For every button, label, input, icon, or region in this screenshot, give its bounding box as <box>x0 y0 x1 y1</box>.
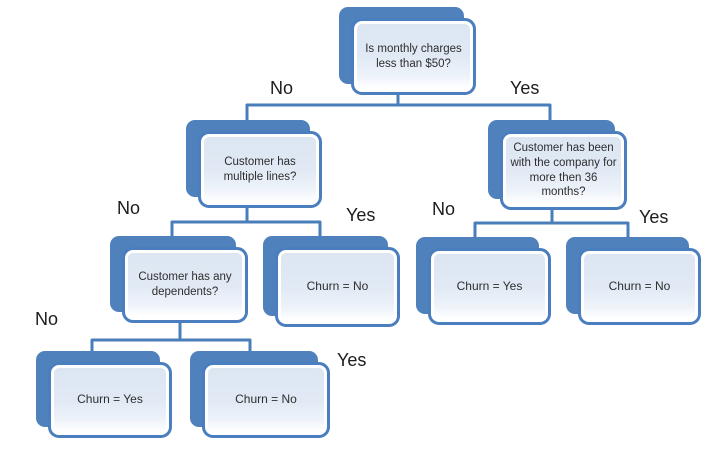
node-text: Churn = Yes <box>456 278 523 293</box>
node-text: Customer has any dependents? <box>138 271 232 298</box>
node-text: Churn = Yes <box>77 392 143 407</box>
connector-root-children <box>245 94 552 121</box>
edge-label-tenure-yes: Yes <box>639 207 669 227</box>
node-box: Is monthly charges less than $50? <box>351 18 476 95</box>
node-text: Is monthly charges less than $50? <box>365 42 462 70</box>
node-text: Churn = No <box>235 392 297 407</box>
node-multiple-lines-question: Customer has multiple lines? <box>186 120 322 208</box>
edge-label-multiplelines-yes: Yes <box>346 205 376 225</box>
node-dependents-question: Customer has any dependents? <box>110 236 248 323</box>
node-box: Customer has been with the company for m… <box>500 131 627 210</box>
node-leaf-churn-yes-tenure-no: Churn = Yes <box>416 237 551 325</box>
edge-label-tenure-no: No <box>432 199 456 219</box>
node-box: Churn = Yes <box>48 362 172 438</box>
node-text: Churn = No <box>306 279 369 294</box>
node-root-question: Is monthly charges less than $50? <box>339 7 476 95</box>
node-text: Churn = No <box>608 278 671 293</box>
node-leaf-churn-no-dependents-yes: Churn = No <box>190 351 330 438</box>
node-text: Customer has been with the company for m… <box>510 142 617 199</box>
node-box: Churn = No <box>202 362 330 438</box>
connector-tenure-children <box>473 209 630 238</box>
node-leaf-churn-no-multiplelines-yes: Churn = No <box>263 236 400 327</box>
connector-dependents-children <box>90 322 252 352</box>
node-box: Customer has multiple lines? <box>198 131 322 208</box>
node-box: Churn = No <box>578 248 701 325</box>
node-box: Churn = No <box>275 247 400 327</box>
connector-multiplelines-children <box>170 207 322 237</box>
edge-label-root-yes: Yes <box>510 78 540 98</box>
node-tenure-question: Customer has been with the company for m… <box>488 120 627 210</box>
node-leaf-churn-yes-dependents-no: Churn = Yes <box>36 351 172 438</box>
node-leaf-churn-no-tenure-yes: Churn = No <box>566 237 701 325</box>
node-text: Customer has multiple lines? <box>223 155 297 183</box>
edge-label-multiplelines-no: No <box>117 198 141 218</box>
edge-label-dependents-no: No <box>35 309 59 329</box>
edge-label-dependents-yes: Yes <box>337 350 367 370</box>
node-box: Churn = Yes <box>428 248 551 325</box>
node-box: Customer has any dependents? <box>122 247 248 323</box>
edge-label-root-no: No <box>270 78 294 98</box>
